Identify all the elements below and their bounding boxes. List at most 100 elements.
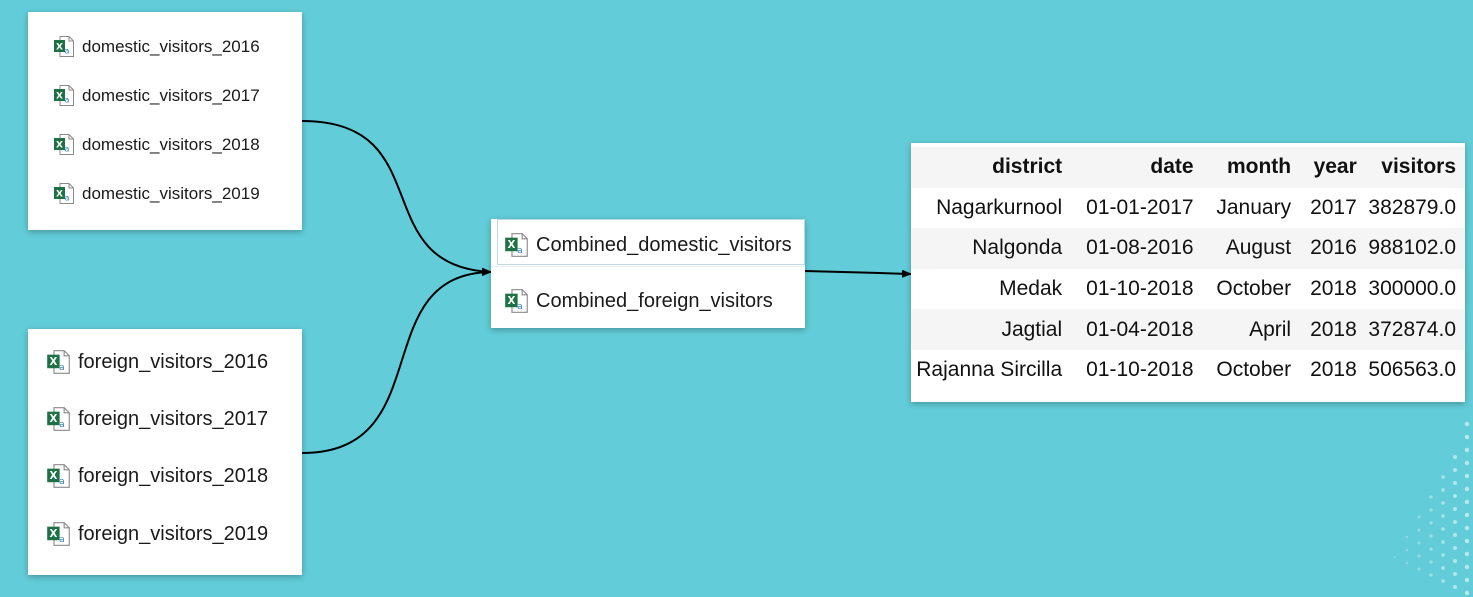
decorative-dot — [1441, 540, 1445, 544]
decorative-dot — [1429, 560, 1433, 564]
decorative-dot — [1429, 573, 1433, 577]
table-cell: 372874.0 — [1368, 317, 1456, 341]
decorative-dot — [1464, 564, 1470, 570]
column-header-district: district — [992, 155, 1063, 179]
table-cell: 2016 — [1310, 236, 1357, 260]
svg-text:X: X — [56, 91, 63, 101]
decorative-dot — [1429, 508, 1433, 512]
decorative-dot — [1441, 527, 1445, 531]
decorative-dot — [1441, 501, 1445, 505]
decorative-dot — [1464, 512, 1470, 518]
svg-text:a: a — [65, 96, 70, 105]
svg-text:X: X — [56, 189, 63, 199]
combined-to-table-arrow — [804, 269, 912, 278]
decorative-dot — [1441, 514, 1445, 518]
decorative-dot — [1464, 434, 1470, 440]
decorative-dot — [1464, 486, 1470, 492]
svg-text:a: a — [59, 363, 65, 373]
table-cell: Jagtial — [1001, 317, 1063, 341]
decorative-dot — [1417, 515, 1421, 519]
column-header-year: year — [1313, 155, 1357, 179]
table-cell: 01-04-2018 — [1086, 317, 1194, 341]
decorative-dot — [1405, 548, 1409, 552]
decorative-dot — [1452, 532, 1458, 538]
decorative-dot — [1464, 421, 1470, 427]
decorative-dot — [1452, 545, 1458, 551]
svg-text:X: X — [507, 240, 515, 251]
decorative-dot — [1393, 555, 1397, 559]
file-label: foreign_visitors_2017 — [78, 407, 269, 430]
table-row: Nalgonda 01-08-2016 August 2016 988102.0 — [911, 228, 1465, 269]
table-cell: April — [1249, 317, 1292, 341]
table-cell: 01-08-2016 — [1086, 236, 1194, 260]
decorative-dot — [1417, 567, 1421, 571]
decorative-dot — [1464, 473, 1470, 479]
decorative-dot — [1441, 553, 1445, 557]
decorative-dot — [1464, 460, 1470, 466]
file-label: domestic_visitors_2017 — [82, 85, 260, 105]
decorative-dot — [1429, 547, 1433, 551]
foreign-to-combined-arrow — [301, 268, 492, 454]
decorative-dot — [1429, 495, 1433, 499]
file-label: foreign_visitors_2018 — [78, 464, 269, 487]
table-cell: Rajanna Sircilla — [916, 358, 1063, 382]
table-cell: 2018 — [1310, 277, 1357, 301]
data-table-panel: district date month year visitors Nagark… — [911, 143, 1465, 402]
decorative-dot — [1452, 584, 1458, 590]
domestic-to-combined-arrow — [301, 120, 492, 276]
decorative-dot — [1452, 454, 1458, 460]
selected-row-highlight — [497, 219, 805, 265]
divider — [491, 266, 805, 267]
table-cell: 988102.0 — [1368, 236, 1456, 260]
table-cell: August — [1225, 236, 1292, 260]
file-label: foreign_visitors_2019 — [78, 522, 269, 545]
decorative-dot — [1452, 571, 1458, 577]
svg-text:X: X — [49, 529, 57, 540]
file-label: Combined_domestic_visitors — [536, 233, 792, 256]
svg-text:a: a — [65, 194, 70, 203]
decorative-dot — [1429, 521, 1433, 525]
decorative-dot — [1429, 534, 1433, 538]
column-header-visitors: visitors — [1381, 155, 1456, 179]
decorative-dot — [1464, 538, 1470, 544]
table-cell: 01-01-2017 — [1086, 195, 1194, 219]
file-label: domestic_visitors_2016 — [82, 36, 260, 56]
svg-text:a: a — [517, 302, 523, 312]
decorative-dot — [1452, 519, 1458, 525]
decorative-dot — [1452, 558, 1458, 564]
svg-text:a: a — [59, 477, 65, 487]
table-cell: October — [1216, 277, 1292, 301]
decorative-dots — [1393, 421, 1470, 596]
decorative-dot — [1464, 447, 1470, 453]
svg-text:X: X — [56, 140, 63, 150]
table-cell: Nalgonda — [972, 236, 1063, 260]
file-label: foreign_visitors_2016 — [78, 350, 269, 373]
svg-text:a: a — [59, 420, 65, 430]
svg-text:X: X — [49, 471, 57, 482]
table-row: Rajanna Sircilla 01-10-2018 October 2018… — [911, 349, 1465, 391]
column-header-date: date — [1150, 155, 1194, 179]
decorative-dot — [1441, 475, 1445, 479]
decorative-dot — [1464, 590, 1470, 596]
svg-text:a: a — [517, 246, 523, 256]
decorative-dot — [1464, 577, 1470, 583]
